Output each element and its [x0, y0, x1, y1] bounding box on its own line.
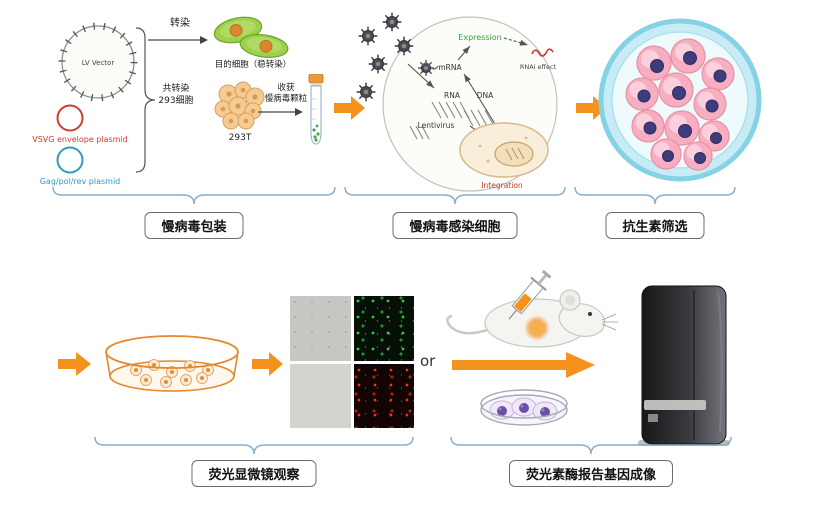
- virus-tube-icon: [308, 74, 324, 145]
- caption-microscopy: 荧光显微镜观察: [191, 460, 317, 487]
- lentivirus-label: Lentivirus: [418, 121, 455, 130]
- cotransfect-line2: 293细胞: [158, 96, 194, 106]
- lv-vector-label: LV Vector: [82, 59, 115, 67]
- mrna-squiggle: [421, 62, 439, 70]
- flow-arrow-5: [452, 352, 595, 378]
- gag-pol-rev-plasmid-icon: [56, 146, 84, 174]
- gfp-fluorescence-image: [353, 296, 414, 361]
- cells-dish-icon: [480, 389, 568, 426]
- caption-luciferase: 荧光素酶报告基因成像: [508, 460, 674, 487]
- infection-diagram: Expression RNAi effect mRNA RNA DNA Lent…: [356, 12, 558, 192]
- brace-microscopy: [94, 436, 414, 455]
- mouse-icon: [446, 289, 618, 348]
- vsvg-plasmid-icon: [56, 104, 84, 132]
- flow-arrow-3: [58, 352, 91, 376]
- caption-infection: 慢病毒感染细胞: [392, 212, 518, 239]
- host-cell: [459, 122, 549, 178]
- lv-vector-plasmid-icon: LV Vector: [58, 22, 138, 102]
- integration-label: Integration: [481, 181, 523, 190]
- caption-selection: 抗生素筛选: [605, 212, 705, 239]
- syringe-icon: [508, 269, 552, 320]
- harvest-line2: 慢病毒颗粒: [264, 94, 308, 104]
- harvest-line1: 收获: [277, 83, 295, 93]
- selected-cells: [625, 38, 735, 171]
- brace-selection: [574, 186, 736, 205]
- brace-packaging: [52, 186, 336, 205]
- gag-pol-rev-plasmid-label: Gag/pol/rev plasmid: [40, 177, 121, 186]
- cells-293t-icon: [214, 81, 265, 130]
- target-cells-icon: [213, 16, 289, 58]
- culture-dish-icon: [105, 335, 239, 392]
- expression-label: Expression: [458, 33, 501, 42]
- rnai-coil: [531, 48, 554, 57]
- rnai-effect-label: RNAi effect: [520, 63, 557, 71]
- brace-infection: [344, 186, 566, 205]
- rna-label: RNA: [444, 91, 461, 100]
- brightfield-image-1: [290, 296, 351, 361]
- or-label: or: [420, 352, 436, 370]
- selection-dish-icon: [598, 18, 762, 182]
- dna-label: DNA: [477, 91, 494, 100]
- target-cells-label: 目的细胞（稳转染）: [214, 60, 292, 70]
- vsvg-plasmid-label: VSVG envelope plasmid: [32, 135, 128, 144]
- brightfield-image-2: [290, 363, 351, 428]
- imaging-machine-icon: [638, 285, 730, 446]
- brace-luciferase: [450, 436, 732, 455]
- cultured-cells: [130, 359, 214, 388]
- flow-arrow-4: [252, 352, 283, 376]
- luminescence-spot: [524, 315, 550, 341]
- reporter-cells: [489, 397, 558, 421]
- cotransfect-line1: 共转染: [162, 84, 190, 94]
- mouse-injection-icon: [446, 269, 618, 348]
- plasmids-group: LV Vector VSVG envelope plasmid Gag/pol/…: [32, 22, 156, 186]
- flow-arrow-1: [334, 96, 365, 120]
- cells-293t-label: 293T: [228, 133, 252, 143]
- rfp-fluorescence-image: [353, 363, 414, 428]
- micrograph-grid: [290, 296, 414, 428]
- mrna-label: mRNA: [438, 63, 462, 72]
- transfection-label: 转染: [170, 18, 190, 29]
- caption-packaging: 慢病毒包装: [144, 212, 244, 239]
- dna-strands: [409, 101, 495, 140]
- transfection-arrow: [148, 36, 208, 44]
- harvest-arrow: [258, 108, 303, 116]
- plasmids-brace: [135, 27, 156, 173]
